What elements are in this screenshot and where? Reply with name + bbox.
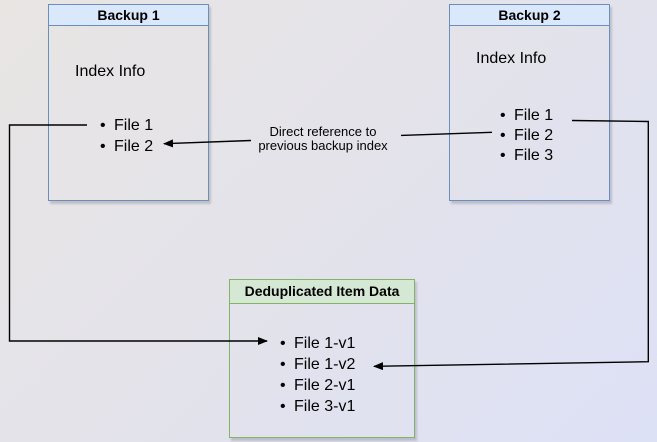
list-item-file3-v1: File 3-v1 — [279, 396, 355, 417]
direct-reference-label: Direct reference to previous backup inde… — [237, 125, 409, 152]
list-item-file2: File 2 — [99, 136, 153, 157]
backup2-title: Backup 2 — [450, 5, 609, 26]
list-item-file1-v2: File 1-v2 — [279, 354, 355, 375]
list-item-file1: File 1 — [99, 115, 153, 136]
dedup-box: Deduplicated Item Data File 1-v1 File 1-… — [229, 279, 415, 438]
list-item-file2-v1: File 2-v1 — [279, 375, 355, 396]
dedup-file-list: File 1-v1 File 1-v2 File 2-v1 File 3-v1 — [279, 333, 355, 417]
dedup-title: Deduplicated Item Data — [230, 280, 414, 304]
backup2-box: Backup 2 Index Info File 1 File 2 File 3 — [449, 4, 610, 201]
backup1-index-info-label: Index Info — [75, 63, 146, 80]
backup2-file-list: File 1 File 2 File 3 — [499, 106, 553, 166]
backup2-index-info-label: Index Info — [476, 50, 547, 67]
list-item-file1: File 1 — [499, 106, 553, 126]
backup1-title: Backup 1 — [49, 5, 208, 26]
backup1-file-list: File 1 File 2 — [99, 115, 153, 157]
backup1-box: Backup 1 Index Info File 1 File 2 — [48, 4, 209, 201]
direct-reference-label-line2: previous backup index — [258, 137, 388, 153]
list-item-file1-v1: File 1-v1 — [279, 333, 355, 354]
list-item-file2: File 2 — [499, 126, 553, 146]
list-item-file3: File 3 — [499, 146, 553, 166]
direct-reference-label-line1: Direct reference to — [269, 124, 377, 139]
